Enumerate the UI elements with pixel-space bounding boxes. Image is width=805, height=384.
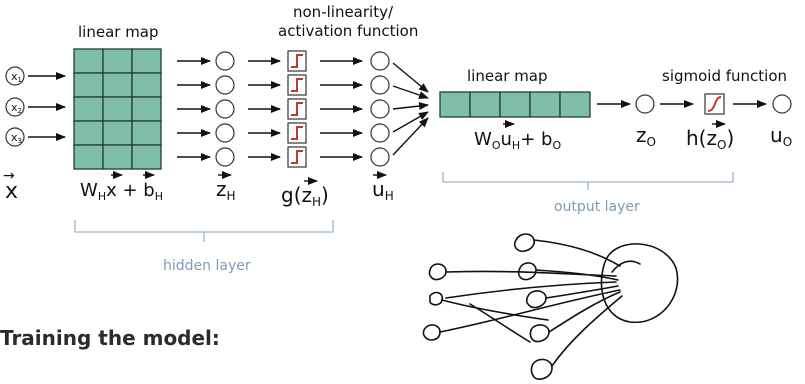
neuron-circle-icon — [215, 99, 235, 119]
step-function-icon — [287, 98, 307, 120]
activation-label: g(zH) — [281, 183, 329, 209]
output-weight-matrix — [439, 91, 591, 118]
sigmoid-title: sigmoid function — [662, 67, 787, 85]
matrix-to-z-arrows — [177, 57, 211, 161]
neuron-circle-icon — [370, 75, 390, 95]
input-node-1: x1 — [5, 66, 25, 86]
step-function-icon — [287, 122, 307, 144]
output-layer-bracket — [442, 172, 734, 190]
activation-boxes — [287, 50, 307, 168]
output-u-node — [772, 94, 792, 114]
sigmoid-label: h(zO) — [686, 126, 734, 152]
hidden-linear-map-title: linear map — [78, 23, 159, 41]
z-to-activation-arrows — [248, 57, 281, 161]
hidden-linear-equation: WHx + bH — [80, 180, 163, 203]
neuron-circle-icon — [370, 99, 390, 119]
output-z-node — [635, 94, 655, 114]
svg-text:x3: x3 — [11, 131, 22, 145]
hidden-layer-bracket — [74, 220, 334, 242]
input-node-3: x3 — [5, 127, 25, 147]
activation-title-line1: non-linearity/ — [293, 3, 394, 21]
step-function-icon — [287, 146, 307, 168]
hand-drawn-neuron-sketch — [422, 233, 679, 380]
sigmoid-icon — [704, 93, 725, 115]
output-layer-label: output layer — [554, 199, 640, 215]
neuron-circle-icon — [370, 51, 390, 71]
input-arrows — [28, 72, 66, 141]
hidden-u-nodes — [370, 51, 390, 167]
step-function-icon — [287, 50, 307, 72]
activation-to-u-arrows — [320, 57, 363, 161]
neuron-circle-icon — [215, 123, 235, 143]
svg-text:x1: x1 — [11, 70, 22, 84]
output-z-label: zO — [636, 123, 656, 149]
input-vector-label: x — [5, 179, 18, 204]
input-nodes: x1 x2 x3 — [5, 66, 25, 147]
input-vector-arrow: → — [3, 168, 15, 184]
neuron-circle-icon — [215, 75, 235, 95]
output-linear-equation: WOuH+ bO — [474, 129, 561, 152]
hidden-layer-label: hidden layer — [163, 258, 251, 274]
hidden-weight-matrix — [73, 48, 162, 170]
training-section-heading: Training the model: — [0, 326, 220, 350]
input-node-2: x2 — [5, 97, 25, 117]
svg-text:x2: x2 — [11, 101, 22, 115]
neuron-circle-icon — [370, 147, 390, 167]
hidden-z-label: zH — [216, 177, 236, 203]
step-function-icon — [287, 74, 307, 96]
neuron-circle-icon — [215, 147, 235, 167]
hidden-u-label: uH — [372, 177, 394, 203]
hidden-z-nodes — [215, 51, 235, 167]
converging-arrows — [392, 62, 429, 156]
output-u-label: uO — [770, 123, 792, 149]
neuron-circle-icon — [370, 123, 390, 143]
output-linear-map-title: linear map — [467, 67, 548, 85]
activation-title-line2: activation function — [278, 22, 418, 40]
neuron-circle-icon — [215, 51, 235, 71]
